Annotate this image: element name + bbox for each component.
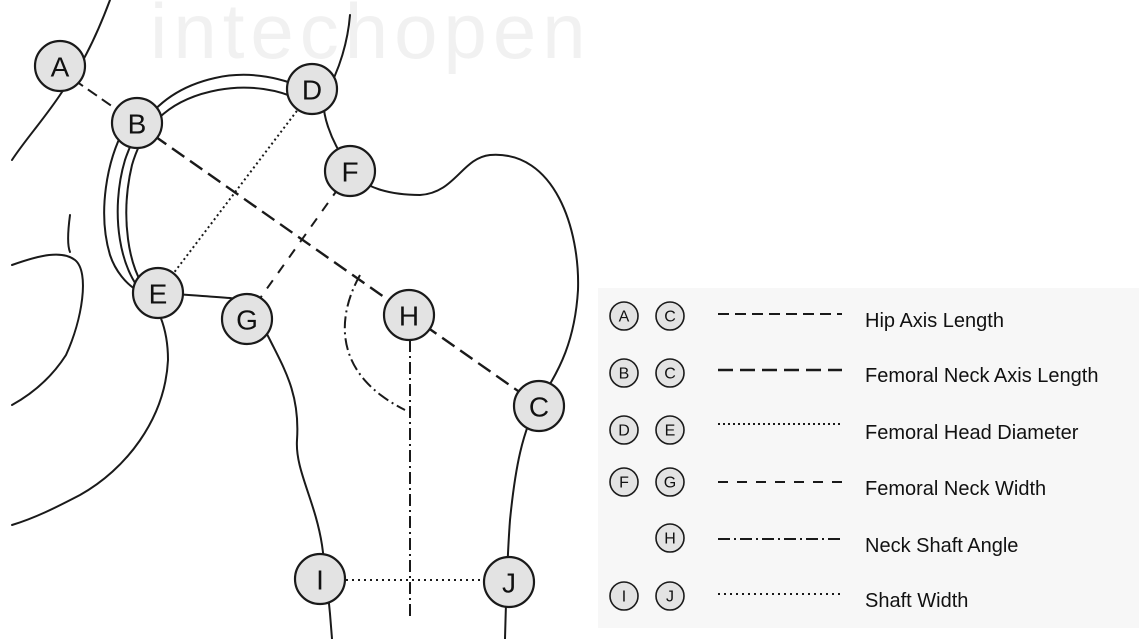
legend-start-marker <box>609 358 639 388</box>
point-E-circle <box>131 266 185 320</box>
acetabulum-outer <box>11 121 169 526</box>
legend-end-marker <box>655 301 685 331</box>
legend-start-marker <box>609 467 639 497</box>
point-G-circle <box>220 292 274 346</box>
pelvis-left <box>67 214 71 253</box>
legend-end-marker <box>655 415 685 445</box>
point-J-circle <box>482 555 536 609</box>
femoral-neck-axis-line <box>135 122 539 406</box>
legend-end-marker <box>655 581 685 611</box>
point-C-label: C <box>529 392 549 423</box>
point-F-circle <box>323 144 377 198</box>
point-I: I <box>293 552 347 606</box>
legend-end-label: G <box>664 475 676 492</box>
point-J: J <box>482 555 536 609</box>
legend-end-label: C <box>664 366 676 383</box>
point-I-circle <box>293 552 347 606</box>
legend-label: Femoral Neck Width <box>865 478 1046 500</box>
legend-end-label: E <box>665 423 676 440</box>
legend-row-hip-axis-length: A C Hip Axis Length <box>609 301 1004 332</box>
legend-end-label: C <box>664 309 676 326</box>
point-D-circle <box>285 62 339 116</box>
legend-label: Neck Shaft Angle <box>865 535 1018 557</box>
legend-start-label: B <box>619 366 630 383</box>
legend-row-femoral-neck-width: F G Femoral Neck Width <box>609 467 1046 500</box>
point-D-label: D <box>302 75 322 106</box>
legend: A C Hip Axis Length B C Femoral Neck Axi… <box>598 288 1139 628</box>
legend-end-marker <box>655 358 685 388</box>
watermark: intechopen <box>0 0 1139 75</box>
legend-row-femoral-neck-axis-length: B C Femoral Neck Axis Length <box>609 358 1098 388</box>
point-B-circle <box>110 96 164 150</box>
legend-start-marker <box>609 301 639 331</box>
point-F-label: F <box>341 157 358 188</box>
point-F: F <box>323 144 377 198</box>
legend-row-femoral-head-diameter: D E Femoral Head Diameter <box>609 415 1079 445</box>
point-J-label: J <box>502 568 516 599</box>
point-B-label: B <box>128 109 147 140</box>
legend-end-label: J <box>666 589 674 606</box>
point-H-circle <box>382 288 436 342</box>
legend-label: Femoral Head Diameter <box>865 422 1079 444</box>
legend-background <box>598 288 1139 628</box>
point-H-label: H <box>399 301 419 332</box>
point-C-circle <box>512 379 566 433</box>
point-D: D <box>285 62 339 116</box>
legend-end-label: H <box>664 531 676 548</box>
point-I-label: I <box>316 565 324 596</box>
femoral-neck-width-line <box>245 171 351 319</box>
neck-shaft-angle-arc <box>343 274 406 411</box>
legend-label: Femoral Neck Axis Length <box>865 365 1098 387</box>
legend-end-marker <box>655 523 685 553</box>
legend-start-label: F <box>619 475 629 492</box>
point-H: H <box>382 288 436 342</box>
legend-start-label: I <box>622 589 626 606</box>
point-A-circle <box>33 39 87 93</box>
point-E-label: E <box>149 279 168 310</box>
point-A: A <box>33 39 87 93</box>
legend-label: Hip Axis Length <box>865 310 1004 332</box>
point-G: G <box>220 292 274 346</box>
svg-text:intechopen: intechopen <box>150 0 592 75</box>
legend-row-neck-shaft-angle: H Neck Shaft Angle <box>655 523 1018 557</box>
greater-trochanter <box>322 14 580 639</box>
point-B: B <box>110 96 164 150</box>
point-G-label: G <box>236 305 258 336</box>
legend-label: Shaft Width <box>865 590 968 612</box>
legend-start-label: A <box>619 309 630 326</box>
point-A-label: A <box>51 52 70 83</box>
point-E: E <box>131 266 185 320</box>
legend-start-label: D <box>618 423 630 440</box>
legend-start-marker <box>609 581 639 611</box>
point-C: C <box>512 379 566 433</box>
legend-end-marker <box>655 467 685 497</box>
legend-start-marker <box>609 415 639 445</box>
pelvis-inner <box>11 253 84 406</box>
legend-row-shaft-width: I J Shaft Width <box>609 581 968 612</box>
measurement-lines <box>59 69 539 620</box>
